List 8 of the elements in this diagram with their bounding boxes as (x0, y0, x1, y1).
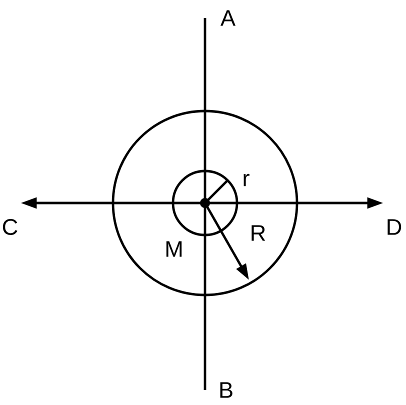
point-label: A (220, 10, 236, 26)
axis-line (204, 18, 206, 390)
point-label: D (388, 219, 402, 235)
point-label: B (220, 382, 232, 398)
point-label: C (2, 218, 18, 236)
measure-label: M (166, 241, 182, 257)
measure-label: R (252, 225, 266, 241)
measure-label: r (244, 174, 250, 186)
